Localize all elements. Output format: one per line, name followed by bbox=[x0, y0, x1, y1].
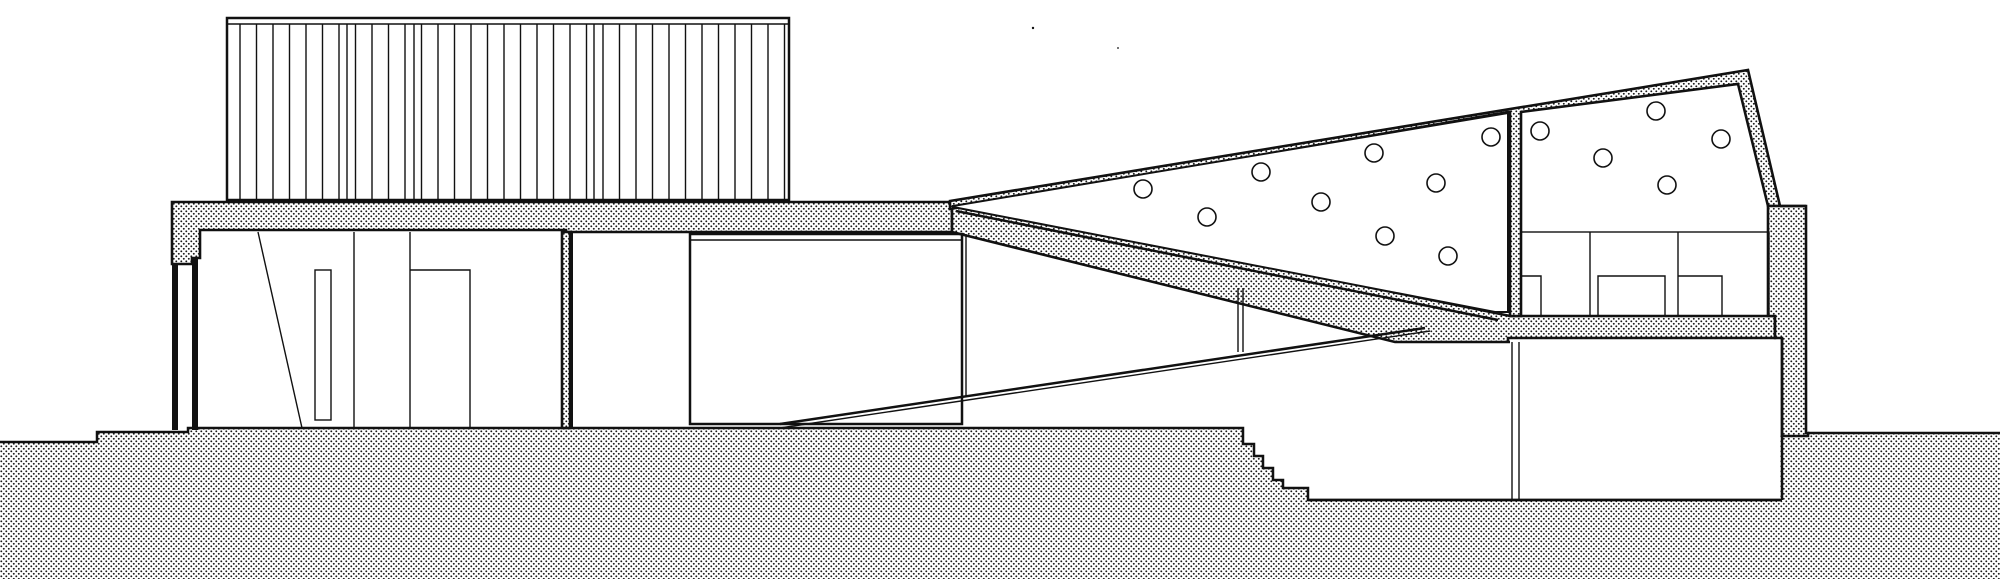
upper-room-bench-left bbox=[1521, 275, 1542, 316]
upper-room-bench-right bbox=[1678, 275, 1723, 316]
speck bbox=[1117, 47, 1119, 49]
lower-ramp-line-b bbox=[779, 330, 1431, 429]
right-wall bbox=[1766, 204, 1810, 438]
central-wall-left bbox=[560, 230, 572, 430]
skylight-opening bbox=[1133, 179, 1153, 199]
skylight-opening bbox=[1251, 162, 1271, 182]
skylight-opening bbox=[1646, 101, 1666, 121]
left-inner-wall bbox=[192, 258, 198, 430]
ground-line bbox=[0, 426, 1780, 502]
left-outer-wall bbox=[172, 264, 178, 430]
roof-pavilion bbox=[225, 16, 791, 202]
skylight-opening bbox=[1657, 175, 1677, 195]
central-glazed-box bbox=[688, 232, 964, 426]
doorway-frame bbox=[410, 269, 471, 428]
skylight-opening bbox=[1364, 143, 1384, 163]
skylight-opening bbox=[1593, 148, 1613, 168]
skylight-opening bbox=[1530, 121, 1550, 141]
lantern-inner-left bbox=[952, 111, 1509, 313]
skylight-opening bbox=[1711, 129, 1731, 149]
speck bbox=[1031, 26, 1035, 30]
central-wall-edge bbox=[570, 232, 573, 428]
pavilion-cladding bbox=[239, 24, 786, 200]
skylight-openings bbox=[1133, 101, 1731, 266]
skylight-opening bbox=[1311, 192, 1331, 212]
angled-partition bbox=[257, 231, 303, 429]
skylight-opening bbox=[1481, 127, 1501, 147]
skylight-opening bbox=[1375, 226, 1395, 246]
lower-ramp-line bbox=[779, 326, 1426, 426]
upper-room-cabinet bbox=[1597, 275, 1666, 316]
skylight-opening bbox=[1197, 207, 1217, 227]
ground-earth bbox=[0, 428, 2000, 579]
window-slot bbox=[314, 269, 332, 421]
skylight-opening bbox=[1438, 246, 1458, 266]
skylight-opening bbox=[1426, 173, 1446, 193]
lantern-left-face-line bbox=[955, 209, 1499, 322]
upper-right-room bbox=[1520, 231, 1770, 317]
